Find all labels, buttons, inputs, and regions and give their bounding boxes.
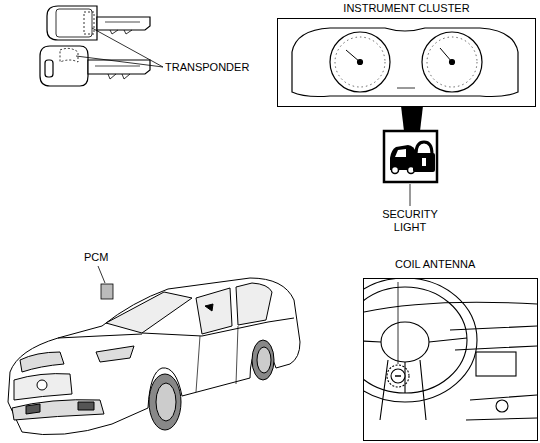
leader-line: [398, 282, 399, 364]
leader-line: [76, 28, 163, 67]
steering-illustration: [364, 279, 537, 420]
cluster-panel: INSTRUMENT CLUSTER: [277, 2, 536, 107]
callout-wedge: [401, 106, 423, 131]
coil-antenna-panel: COIL ANTENNA: [363, 258, 538, 441]
car-illustration: [8, 278, 300, 435]
key-illustration: [40, 6, 150, 86]
panel-frame: [277, 18, 536, 107]
security-light-icon: [390, 142, 435, 174]
cluster-illustration: [292, 28, 518, 97]
panel-frame: [363, 278, 538, 441]
part-label: TRANSPONDER: [165, 61, 249, 74]
part-label: PCM: [84, 251, 108, 264]
panel-heading: INSTRUMENT CLUSTER: [277, 2, 536, 15]
leader-line: [98, 266, 105, 283]
part-label: SECURITY LIGHT: [379, 208, 441, 234]
pcm-module: [101, 284, 113, 299]
leader-line: [410, 184, 411, 206]
security-light-frame: [384, 131, 437, 182]
panel-heading: COIL ANTENNA: [363, 258, 538, 271]
